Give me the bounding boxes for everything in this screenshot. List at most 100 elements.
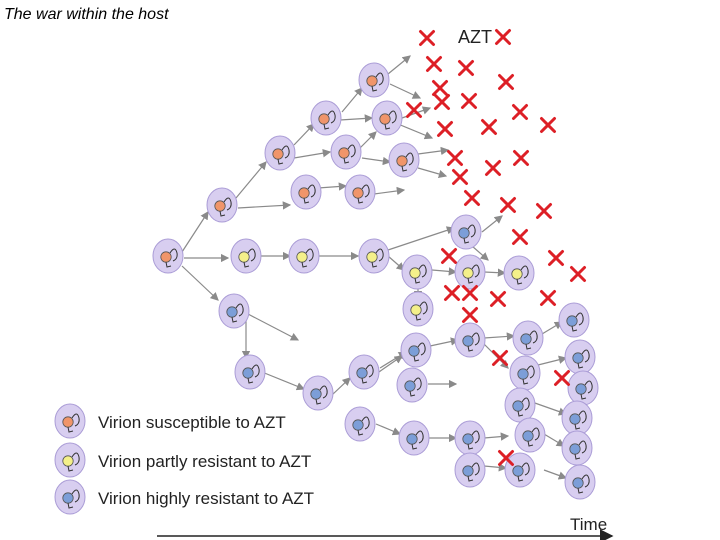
virion-core — [458, 227, 470, 239]
viral-rna-strand — [409, 377, 422, 397]
viral-rna-strand — [361, 364, 374, 384]
virion-partly-resistant — [401, 254, 433, 290]
elimination-x-mark — [492, 350, 508, 366]
virion-core — [462, 465, 474, 477]
viral-rna-strand — [301, 248, 314, 268]
viral-rna-strand — [165, 248, 178, 268]
lineage-arrow — [341, 87, 363, 113]
virion-core — [572, 477, 584, 489]
virion-core — [298, 187, 310, 199]
elimination-x-mark — [432, 80, 448, 96]
virion-core — [296, 251, 308, 263]
virion-highly-resistant — [561, 430, 593, 466]
elimination-x-mark — [481, 119, 497, 135]
viral-rna-strand — [219, 197, 232, 217]
virion-highly-resistant — [558, 302, 590, 338]
viral-rna-strand — [243, 248, 256, 268]
virion-core — [569, 443, 581, 455]
virion-highly-resistant — [454, 452, 486, 488]
lineage-arrow — [429, 337, 460, 347]
time-label: Time — [570, 515, 607, 534]
viral-rna-strand — [522, 365, 535, 385]
virion-core — [396, 155, 408, 167]
elimination-x-mark — [570, 266, 586, 282]
lineage-arrow — [317, 182, 348, 191]
lineage-arrow — [483, 268, 507, 277]
lineage-arrow — [431, 267, 458, 276]
elimination-x-mark — [406, 102, 422, 118]
virion-core — [517, 368, 529, 380]
virion-highly-resistant — [234, 354, 266, 390]
virion-highly-resistant — [567, 370, 599, 406]
elimination-x-mark — [441, 248, 457, 264]
viral-rna-strand — [574, 410, 587, 430]
viral-rna-strand — [467, 430, 480, 450]
virion-susceptible — [290, 174, 322, 210]
lineage-arrow — [387, 226, 456, 251]
lineage-arrow — [543, 469, 568, 480]
virion-highly-resistant — [398, 420, 430, 456]
virion-highly-resistant — [344, 406, 376, 442]
virion-highly-resistant — [564, 339, 596, 375]
virion-core — [366, 251, 378, 263]
virion-highly-resistant — [504, 387, 536, 423]
viral-rna-strand — [343, 144, 356, 164]
virion-highly-resistant — [454, 322, 486, 358]
lineage-arrow — [531, 401, 568, 416]
elimination-x-mark — [462, 285, 478, 301]
elimination-x-mark — [540, 290, 556, 306]
virion-core — [310, 388, 322, 400]
viral-rna-strand — [467, 462, 480, 482]
legend-icon-virion-susceptible — [54, 403, 86, 439]
virion-core — [462, 433, 474, 445]
viral-rna-strand — [467, 332, 480, 352]
lineage-arrow — [375, 423, 402, 436]
virion-core — [406, 433, 418, 445]
viral-rna-strand — [323, 110, 336, 130]
elimination-x-mark — [419, 30, 435, 46]
virion-susceptible — [310, 100, 342, 136]
virion-core — [408, 345, 420, 357]
viral-rna-strand — [574, 440, 587, 460]
virion-highly-resistant — [400, 332, 432, 368]
virion-susceptible — [152, 238, 184, 274]
elimination-x-mark — [447, 150, 463, 166]
legend: Virion susceptible to AZT Virion partly … — [54, 403, 314, 515]
virion-core — [338, 147, 350, 159]
elimination-x-mark — [464, 190, 480, 206]
lineage-arrow — [387, 255, 405, 271]
elimination-x-mark — [498, 450, 514, 466]
lineage-arrow — [481, 215, 503, 233]
virion-cells — [152, 62, 599, 500]
virion-core — [575, 383, 587, 395]
elimination-x-mark — [513, 150, 529, 166]
virion-highly-resistant — [454, 420, 486, 456]
time-axis: Time — [157, 515, 614, 540]
lineage-arrow — [261, 371, 306, 391]
elimination-x-mark — [512, 229, 528, 245]
virion-core — [462, 335, 474, 347]
elimination-x-mark — [462, 307, 478, 323]
virion-susceptible — [330, 134, 362, 170]
viral-rna-strand — [577, 474, 590, 494]
viral-rna-strand — [315, 385, 328, 405]
elimination-x-mark — [512, 104, 528, 120]
elimination-x-mark — [498, 74, 514, 90]
virion-core — [512, 400, 524, 412]
viral-rna-strand — [525, 330, 538, 350]
elimination-x-mark — [536, 203, 552, 219]
virion-highly-resistant — [509, 355, 541, 391]
elimination-x-mark — [548, 250, 564, 266]
virion-core — [352, 187, 364, 199]
virion-core — [572, 352, 584, 364]
virion-core — [242, 367, 254, 379]
viral-rna-strand — [414, 264, 427, 284]
viral-rna-strand — [277, 145, 290, 165]
virion-highly-resistant — [348, 354, 380, 390]
virion-highly-resistant — [561, 400, 593, 436]
lineage-arrows — [181, 55, 568, 480]
elimination-x-mark — [485, 160, 501, 176]
virion-susceptible — [344, 174, 376, 210]
viral-rna-strand — [415, 301, 428, 321]
